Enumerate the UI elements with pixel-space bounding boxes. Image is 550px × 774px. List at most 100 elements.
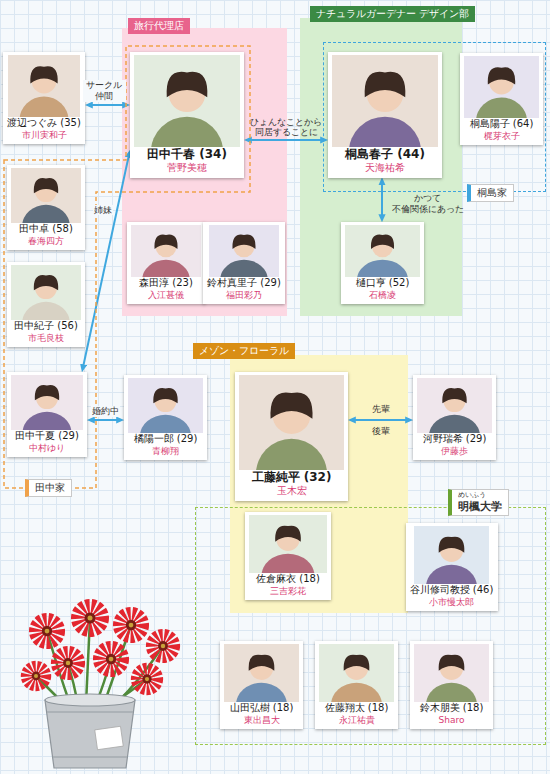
person-photo: [239, 375, 344, 470]
photo-body: [429, 415, 480, 433]
relation-label: 婚約中: [91, 406, 120, 417]
actor-name: 石橋凌: [369, 290, 396, 301]
person-photo: [414, 644, 489, 702]
photo-hair: [153, 388, 177, 403]
relation-arrow: [83, 153, 130, 369]
photo-body: [426, 565, 477, 584]
photo-body: [236, 683, 287, 702]
character-name: 橘陽一郎 (29): [134, 433, 198, 446]
person-photo: [11, 168, 81, 223]
group-box: ナチュラルガーデナー デザイン部桐島春子 (44)天海祐希樋口亨 (52)石橋凌: [300, 18, 462, 316]
flower-head: [79, 607, 101, 629]
person-photo: [134, 55, 240, 147]
person-photo: [345, 225, 420, 277]
actor-name: 青柳翔: [152, 446, 179, 457]
bucket-body: [45, 700, 135, 768]
character-name: 桐島春子 (44): [345, 147, 425, 162]
person-photo: [249, 515, 327, 573]
group-name: ナチュラルガーデナー デザイン部: [316, 8, 469, 20]
relation-arrow: [247, 139, 325, 141]
character-name: 桐島陽子 (64): [470, 118, 534, 131]
group-name: 明楓大学: [458, 500, 502, 513]
family-outline-line: [4, 46, 250, 488]
relation-arrow: [381, 181, 383, 220]
character-name: 鈴木朋美 (18): [420, 702, 484, 715]
flower-head: [37, 621, 58, 642]
photo-body: [261, 554, 314, 573]
relation-arrow: [351, 419, 410, 421]
photo-body: [426, 683, 477, 702]
group-name: 田中家: [35, 482, 65, 494]
bucket-card: [95, 726, 124, 749]
group-box: 旅行代理店田中千春 (34)菅野美穂森田淳 (23)入江甚儀鈴村真里子 (29)…: [122, 28, 287, 316]
photo-hair: [35, 385, 59, 400]
person-photo: [128, 378, 203, 433]
photo-body: [142, 260, 190, 277]
flower-head: [153, 636, 173, 656]
photo-hair: [30, 66, 57, 83]
photo-body: [476, 98, 527, 118]
person-card: 佐藤翔太 (18)永江祐貴: [315, 641, 398, 729]
character-name: 佐倉麻衣 (18): [256, 573, 320, 586]
group-tag: ナチュラルガーデナー デザイン部: [310, 6, 475, 22]
photo-body: [357, 260, 408, 277]
person-photo: [11, 375, 83, 430]
group-outline: めいふう明楓大学谷川修司教授 (46)小市慢太郎山田弘樹 (18)東出昌大佐藤翔…: [195, 507, 546, 745]
person-card: 河野瑞希 (29)伊藤歩: [413, 375, 496, 460]
actor-name: 三吉彩花: [270, 586, 306, 597]
person-card: 田中卓 (58)春海四方: [7, 165, 85, 250]
actor-name: 市毛良枝: [28, 333, 64, 344]
person-card: 田中紀子 (56)市毛良枝: [7, 262, 85, 347]
bucket-rim: [45, 694, 135, 706]
photo-hair: [34, 178, 58, 193]
character-name: 工藤純平 (32): [252, 470, 332, 485]
photo-body: [140, 415, 191, 433]
actor-name: 東出昌大: [244, 715, 280, 726]
photo-hair: [439, 655, 465, 671]
photo-body: [220, 260, 268, 277]
person-photo: [414, 526, 489, 584]
photo-hair: [154, 235, 177, 249]
person-card: 山田弘樹 (18)東出昌大: [220, 641, 303, 729]
person-card: 佐倉麻衣 (18)三吉彩花: [245, 512, 331, 600]
person-card: 鈴木朋美 (18)Sharo: [410, 641, 493, 729]
photo-hair: [344, 655, 370, 671]
group-tag: メゾン・フローラル: [193, 343, 295, 359]
person-photo: [464, 56, 539, 118]
character-name: 樋口亨 (52): [356, 277, 410, 290]
actor-name: 春海四方: [28, 236, 64, 247]
ruby-reading: めいふう: [458, 492, 502, 500]
bucket-ridge: [47, 711, 133, 713]
character-name: 河野瑞希 (29): [423, 433, 487, 446]
photo-hair: [371, 235, 394, 249]
group-tag: めいふう明楓大学: [448, 489, 509, 516]
photo-hair: [488, 67, 515, 84]
flower-head: [138, 670, 157, 689]
person-photo: [209, 225, 279, 277]
group-fill: [122, 28, 287, 316]
person-card: 桐島陽子 (64)梶芽衣子: [460, 53, 543, 145]
relation-label: 先輩 後輩: [369, 398, 393, 442]
person-card: 渡辺つぐみ (35)市川実和子: [3, 52, 85, 144]
photo-body: [23, 412, 72, 430]
person-photo: [11, 265, 81, 320]
person-card: 橘陽一郎 (29)青柳翔: [124, 375, 207, 460]
group-tag: 田中家: [25, 479, 72, 497]
group-name: 旅行代理店: [134, 20, 184, 32]
photo-hair: [249, 655, 275, 671]
flower-head: [27, 667, 45, 685]
actor-name: 福田彩乃: [226, 290, 262, 301]
photo-body: [349, 117, 421, 147]
character-name: 山田弘樹 (18): [230, 702, 294, 715]
actor-name: 市川実和子: [22, 130, 67, 141]
photo-hair: [232, 235, 255, 249]
person-photo: [224, 644, 299, 702]
actor-name: 天海祐希: [365, 162, 405, 175]
group-fill: [300, 18, 462, 316]
person-card: 森田淳 (23)入江甚儀: [127, 222, 205, 304]
character-name: 鈴村真里子 (29): [207, 277, 281, 290]
relation-label: サークル 仲間: [83, 80, 126, 102]
photo-hair: [275, 526, 301, 542]
character-name: 谷川修司教授 (46): [410, 584, 494, 597]
relation-label: かつて 不倫関係にあった: [388, 193, 467, 215]
